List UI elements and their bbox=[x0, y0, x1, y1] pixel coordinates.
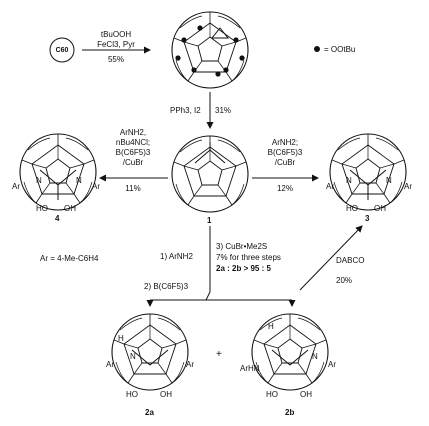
step2-reagent: PPh3, I2 bbox=[170, 106, 201, 115]
c2a-ar-left: Ar bbox=[106, 360, 114, 369]
c2b-ho: HO bbox=[266, 390, 278, 399]
step2-yield: 31% bbox=[215, 106, 232, 115]
c3-ho: HO bbox=[346, 204, 358, 213]
left-cond-1: ArNH2, bbox=[119, 128, 147, 137]
c3-ar-right: Ar bbox=[404, 182, 412, 191]
dabco-yield: 20% bbox=[336, 276, 353, 285]
c2b-ar-right: Ar bbox=[328, 360, 336, 369]
c3-oh: OH bbox=[374, 204, 386, 213]
compound-4-label: 4 bbox=[55, 214, 60, 223]
c2a-ar-right: Ar bbox=[186, 360, 194, 369]
c4-ar-right: Ar bbox=[92, 182, 100, 191]
left-cond-2: nBu4NCl; bbox=[115, 138, 151, 147]
left-yield: 11% bbox=[125, 184, 141, 193]
bottom-cond-2: 2) B(C6F5)3 bbox=[144, 282, 189, 291]
c4-ho: HO bbox=[36, 204, 48, 213]
c3-n-right: N bbox=[386, 176, 392, 185]
step1-reagent1: tBuOOH bbox=[100, 30, 132, 39]
left-cond-4: /CuBr bbox=[122, 158, 144, 167]
c3-ar-left: Ar bbox=[326, 182, 334, 191]
c60-label: C60 bbox=[55, 47, 69, 54]
step1-reagent2: FeCl3, Pyr bbox=[97, 40, 135, 49]
c4-n-left: N bbox=[36, 176, 42, 185]
bottom-ratio: 2a : 2b > 95 : 5 bbox=[216, 264, 271, 273]
c4-ar-left: Ar bbox=[12, 182, 20, 191]
c2b-h: H bbox=[268, 322, 274, 331]
bottom-cond-1: 1) ArNH2 bbox=[160, 252, 193, 261]
ar-definition: Ar = 4-Me-C6H4 bbox=[40, 254, 99, 263]
compound-1-label: 1 bbox=[207, 216, 212, 225]
c2a-ho: HO bbox=[126, 390, 138, 399]
left-cond-3: B(C6F5)3 bbox=[115, 148, 151, 157]
right-cond-1: ArNH2; bbox=[271, 138, 299, 147]
compound-3-label: 3 bbox=[365, 214, 370, 223]
c2b-arhn: ArHN bbox=[240, 364, 260, 373]
compound-2a-label: 2a bbox=[145, 408, 154, 417]
c2b-n: N bbox=[312, 352, 318, 361]
right-cond-2: B(C6F5)3 bbox=[267, 148, 303, 157]
c4-oh: OH bbox=[64, 204, 76, 213]
bottom-cond-3: 3) CuBr•Me2S bbox=[216, 242, 268, 251]
step1-yield: 55% bbox=[107, 55, 124, 64]
c2b-oh: OH bbox=[300, 390, 312, 399]
c2a-oh: OH bbox=[160, 390, 172, 399]
c3-n-left: N bbox=[346, 176, 352, 185]
c2a-n: N bbox=[130, 352, 136, 361]
compound-2b-label: 2b bbox=[285, 408, 295, 417]
plus-sign: + bbox=[216, 349, 222, 360]
peroxide-legend: = OOtBu bbox=[324, 45, 356, 54]
c4-n-right: N bbox=[76, 176, 82, 185]
right-cond-3: /CuBr bbox=[274, 158, 296, 167]
dabco-reagent: DABCO bbox=[336, 256, 365, 265]
bottom-cond-4: 7% for three steps bbox=[216, 253, 281, 262]
right-yield: 12% bbox=[276, 184, 293, 193]
c2a-h: H bbox=[118, 334, 124, 343]
